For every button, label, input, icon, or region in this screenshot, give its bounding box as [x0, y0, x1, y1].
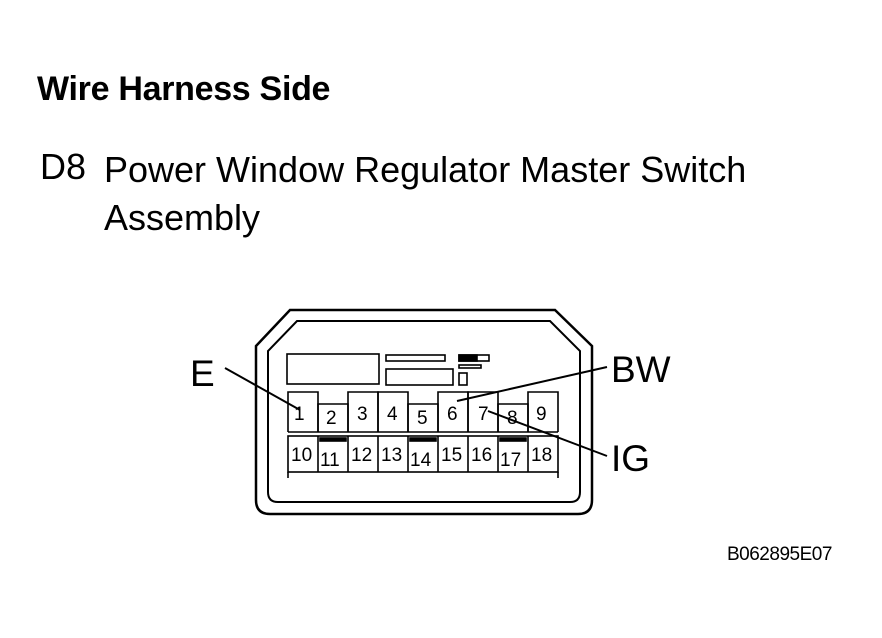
pin-label-1: 1 — [294, 404, 305, 425]
callout-label-e: E — [190, 353, 215, 394]
pin-label-17: 17 — [500, 450, 521, 471]
pin-label-12: 12 — [351, 445, 372, 466]
connector-key-features — [286, 353, 490, 386]
pin-label-8: 8 — [507, 408, 518, 429]
pin-label-18: 18 — [531, 445, 552, 466]
pin-label-16: 16 — [471, 445, 492, 466]
pin-label-15: 15 — [441, 445, 462, 466]
pin-cavities-top — [287, 391, 559, 433]
callout-label-ig: IG — [611, 438, 650, 479]
figure-code: B062895E07 — [727, 544, 832, 565]
callout-leaders — [224, 366, 608, 457]
pin-label-5: 5 — [417, 408, 428, 429]
pin-label-4: 4 — [387, 404, 398, 425]
pin-cavities-bottom — [287, 435, 559, 478]
pin-label-10: 10 — [291, 445, 312, 466]
pin-labels-bottom: 10 11 12 13 14 15 16 17 18 — [291, 445, 552, 471]
callout-label-bw: BW — [611, 349, 671, 390]
pin-label-11: 11 — [320, 450, 340, 471]
pin-label-2: 2 — [326, 408, 337, 429]
connector-name-line-2: Assembly — [104, 197, 261, 238]
section-heading: Wire Harness Side — [37, 70, 331, 108]
connector-housing-outer — [254, 308, 594, 516]
leader-bw — [456, 366, 608, 402]
pin-label-14: 14 — [410, 450, 432, 471]
pin-label-13: 13 — [381, 445, 402, 466]
connector-name: Power Window Regulator Master Switch Ass… — [104, 146, 864, 242]
connector-name-line-1: Power Window Regulator Master Switch — [104, 149, 747, 190]
pin-label-7: 7 — [478, 404, 489, 425]
leader-ig — [487, 410, 608, 457]
pin-label-9: 9 — [536, 404, 547, 425]
leader-e — [224, 367, 301, 411]
pin-labels-top: 1 2 3 4 5 6 7 8 9 — [294, 404, 547, 429]
pin-label-6: 6 — [447, 404, 458, 425]
pin-label-3: 3 — [357, 404, 368, 425]
connector-housing-inner — [267, 320, 581, 503]
connector-id: D8 — [40, 146, 87, 187]
